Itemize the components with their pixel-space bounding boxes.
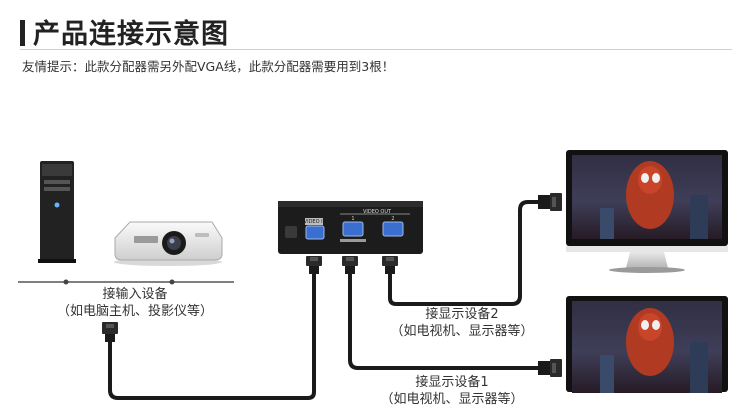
display-2-label-line2: （如电视机、显示器等）	[390, 324, 534, 339]
title-divider	[20, 49, 732, 50]
monitor-2-icon	[566, 150, 728, 273]
title-accent-bar	[20, 20, 25, 46]
cable-output-2	[388, 200, 540, 306]
input-device-label: 接输入设备 （如电脑主机、投影仪等）	[40, 286, 230, 320]
vga-plug-input-device-end	[102, 322, 118, 342]
display-2-label: 接显示设备2 （如电视机、显示器等）	[372, 306, 552, 340]
page-title: 产品连接示意图	[20, 12, 229, 51]
vga-splitter-icon	[278, 201, 423, 254]
cable-output-1	[348, 272, 540, 370]
splitter-port-1-label: 1	[351, 216, 354, 222]
splitter-port-2-label: 2	[391, 216, 394, 222]
input-device-label-line1: 接输入设备	[102, 287, 168, 302]
splitter-video-in-label: VIDEO IN	[304, 219, 327, 225]
vga-plug-display-1-end	[538, 359, 562, 377]
display-1-label: 接显示设备1 （如电视机、显示器等）	[362, 374, 542, 408]
display-1-label-line1: 接显示设备1	[415, 375, 489, 390]
pc-tower-icon	[38, 161, 76, 263]
monitor-1-icon	[566, 296, 728, 393]
tip-text: 友情提示：此款分配器需另外配VGA线，此款分配器需要用到3根！	[22, 59, 395, 74]
input-device-label-line2: （如电脑主机、投影仪等）	[56, 304, 213, 319]
projector-icon	[114, 221, 223, 266]
vga-plug-input	[306, 256, 322, 274]
display-2-label-line1: 接显示设备2	[425, 307, 499, 322]
input-device-baseline	[18, 279, 234, 285]
vga-plug-display-2-end	[538, 193, 562, 211]
vga-plug-output-2	[382, 256, 398, 274]
cable-input	[108, 272, 316, 400]
splitter-video-out-label: VIDEO OUT	[363, 209, 392, 215]
vga-plug-output-1	[342, 256, 358, 274]
